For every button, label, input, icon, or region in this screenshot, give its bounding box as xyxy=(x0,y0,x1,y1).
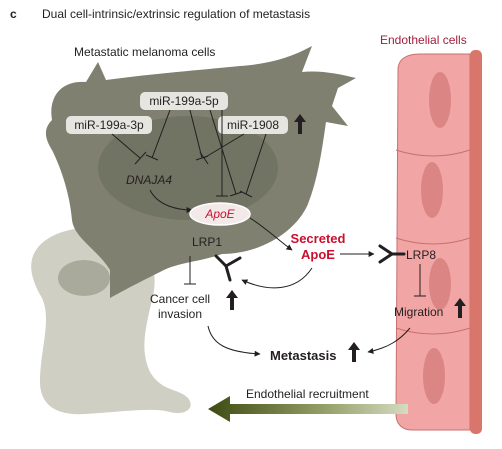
melanoma-cell xyxy=(45,46,356,298)
mirna-1908-up-arrow-icon xyxy=(294,114,306,134)
metastasis-label: Metastasis xyxy=(270,348,336,363)
melanoma-cells-label: Metastatic melanoma cells xyxy=(74,45,215,59)
mirna-inhibition-edges xyxy=(111,109,267,198)
mirna-199a-5p-node: miR-199a-5p xyxy=(140,92,228,110)
migration-label: Migration xyxy=(394,305,443,319)
apoe-label: ApoE xyxy=(204,207,235,221)
apoe-node: ApoE xyxy=(189,202,251,226)
migration-up-arrow-icon xyxy=(454,298,466,318)
lrp1-receptor-icon xyxy=(214,254,242,282)
lrp1-inhibits-invasion-edge xyxy=(184,256,196,285)
lrp8-label: LRP8 xyxy=(406,248,436,262)
lrp8-receptor-icon xyxy=(378,244,406,264)
endothelial-cells-label: Endothelial cells xyxy=(380,33,467,47)
endothelial-recruitment-label: Endothelial recruitment xyxy=(246,387,369,401)
dnaja4-to-apoe-arrow xyxy=(149,189,193,213)
secreted-apoe-label-line2: ApoE xyxy=(301,247,335,262)
metastasis-up-arrow-icon xyxy=(348,342,360,362)
endothelial-vessel xyxy=(395,50,482,434)
cancer-invasion-label-line1: Cancer cell xyxy=(150,292,210,306)
panel-letter: c xyxy=(10,7,17,21)
mirna-199a-3p-label: miR-199a-3p xyxy=(74,118,144,132)
invasion-to-metastasis-arrow xyxy=(207,325,261,357)
secreted-apoe-to-lrp1-arrow xyxy=(241,267,313,289)
cancer-invasion-label-line2: invasion xyxy=(158,307,202,321)
lrp1-label: LRP1 xyxy=(192,235,222,249)
dnaja4-label: DNAJA4 xyxy=(126,173,172,187)
mirna-199a-3p-node: miR-199a-3p xyxy=(66,116,152,134)
lrp8-inhibits-migration-edge xyxy=(414,264,426,297)
apoe-secretion-arrow xyxy=(249,217,293,251)
endothelial-recruitment-arrow xyxy=(208,396,408,422)
invasion-up-arrow-icon xyxy=(226,290,238,310)
migration-to-metastasis-arrow xyxy=(367,327,411,354)
mirna-1908-label: miR-1908 xyxy=(227,118,279,132)
figure-title: Dual cell-intrinsic/extrinsic regulation… xyxy=(42,7,310,21)
mirna-199a-5p-label: miR-199a-5p xyxy=(149,94,219,108)
mirna-1908-node: miR-1908 xyxy=(218,116,288,134)
secreted-apoe-label-line1: Secreted xyxy=(291,231,346,246)
